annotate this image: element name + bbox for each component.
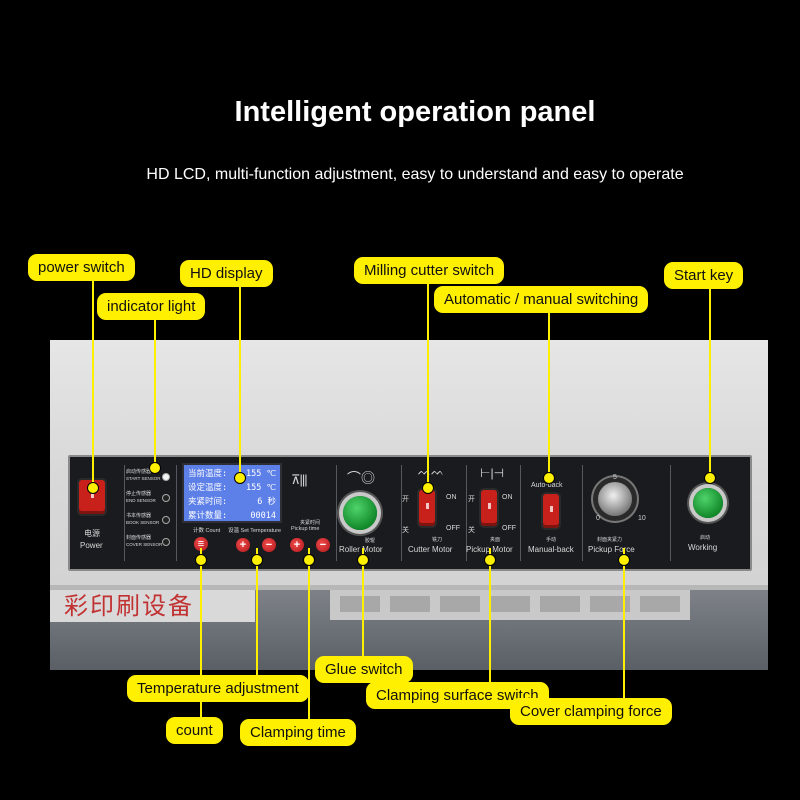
cutter-on-label: ON <box>446 494 457 501</box>
indicator-label-start: START SENSOR <box>126 476 161 481</box>
indicator-label-book: BOOK SENSOR <box>126 520 160 525</box>
callout-dot <box>195 554 207 566</box>
panel-section-force <box>582 465 671 561</box>
indicator-label-end-cn: 停止传感器 <box>126 491 152 497</box>
lcd-row: 夹紧时间:6 秒 <box>188 497 276 507</box>
auto-back-label: Auto-back <box>531 482 563 489</box>
callout-indicator-light: indicator light <box>97 293 206 320</box>
manual-back-label-cn: 手动 <box>546 537 557 543</box>
pickup-force-label-cn: 封面夹紧力 <box>597 537 623 543</box>
hd-lcd-display: 当前温度:155 ℃ 设定温度:155 ℃ 夹紧时间:6 秒 累计数量:0001… <box>182 463 282 523</box>
callout-auto-manual-switching: Automatic / manual switching <box>434 286 649 313</box>
callout-dot <box>87 482 99 494</box>
indicator-label-start-cn: 启动传感器 <box>126 469 152 475</box>
callout-milling-cutter-switch: Milling cutter switch <box>354 257 505 284</box>
callout-dot <box>149 462 161 474</box>
indicator-light-start <box>162 473 170 481</box>
pickup-icon: ⊢|⊣ <box>480 466 505 480</box>
manual-back-label: Manual-back <box>528 545 574 554</box>
clamping-time-plus-button[interactable]: + <box>290 538 304 552</box>
clamping-time-minus-button[interactable]: − <box>316 538 330 552</box>
callout-hd-display: HD display <box>180 260 273 287</box>
pickup-motor-switch[interactable] <box>481 490 497 526</box>
indicator-light-book <box>162 516 170 524</box>
pickup-on-label-cn: 开 <box>468 496 475 503</box>
cutter-motor-switch[interactable] <box>419 490 435 526</box>
lcd-row: 设定温度:155 ℃ <box>188 483 276 493</box>
roller-motor-label-cn: 胶辊 <box>365 538 376 544</box>
panel-section-indicators <box>124 465 177 561</box>
page-title: Intelligent operation panel <box>234 96 596 128</box>
callout-clamping-time: Clamping time <box>240 719 356 746</box>
count-panel-label: 计数 Count <box>193 528 221 534</box>
page-subtitle: HD LCD, multi-function adjustment, easy … <box>146 166 684 183</box>
indicator-light-end <box>162 494 170 502</box>
cutter-on-label-cn: 开 <box>402 496 409 503</box>
dial-tick-min: 0 <box>596 515 600 522</box>
cutter-motor-label: Cutter Motor <box>408 545 453 554</box>
count-button[interactable]: ≡ <box>194 537 208 551</box>
pickup-on-label: ON <box>502 494 513 501</box>
indicator-label-end: END SENSOR <box>126 498 156 503</box>
brand-strip-secondary <box>330 590 690 620</box>
power-label: Power <box>80 541 103 550</box>
cutter-motor-label-cn: 铣刀 <box>432 537 443 543</box>
callout-dot <box>303 554 315 566</box>
callout-dot <box>422 482 434 494</box>
callout-dot <box>357 554 369 566</box>
roller-icon: ⌒◎ <box>347 470 375 486</box>
pickup-time-label-cn: 夹紧时间 <box>300 520 321 526</box>
callout-glue-switch: Glue switch <box>315 656 413 683</box>
press-icon: ⊼||| <box>291 472 308 487</box>
indicator-label-cover: COVER SENSOR <box>126 542 163 547</box>
dial-tick-mid: 5 <box>613 474 617 481</box>
callout-power-switch: power switch <box>28 254 135 281</box>
callout-cover-clamping-force: Cover clamping force <box>510 698 672 725</box>
panel-section-cutter <box>401 465 467 561</box>
indicator-label-book-cn: 书本传感器 <box>126 513 152 519</box>
callout-dot <box>251 554 263 566</box>
start-key-button[interactable] <box>693 488 723 518</box>
panel-section-pickup <box>466 465 521 561</box>
pickup-off-label-cn: 关 <box>468 527 475 534</box>
working-label-cn: 启动 <box>700 535 711 541</box>
dial-tick-max: 10 <box>638 515 646 522</box>
cutter-off-label-cn: 关 <box>402 527 409 534</box>
callout-dot <box>484 554 496 566</box>
auto-manual-switch[interactable] <box>543 494 559 528</box>
pickup-off-label: OFF <box>502 525 516 532</box>
callout-dot <box>618 554 630 566</box>
cutter-off-label: OFF <box>446 525 460 532</box>
callout-dot <box>704 472 716 484</box>
pickup-time-label: Pickup time <box>291 526 320 532</box>
callout-count: count <box>166 717 223 744</box>
callout-temperature-adjustment: Temperature adjustment <box>127 675 309 702</box>
cutter-icon: ᨓᨓ <box>418 466 445 478</box>
panel-section-power <box>70 465 125 561</box>
panel-section-display <box>176 465 337 561</box>
temperature-minus-button[interactable]: − <box>262 538 276 552</box>
callout-dot <box>234 472 246 484</box>
set-temperature-label: 设温 Set Temperature <box>228 528 282 534</box>
lcd-row: 当前温度:155 ℃ <box>188 469 276 479</box>
power-label-cn: 电源 <box>84 529 100 538</box>
lcd-row: 累计数量:00014 <box>188 511 276 521</box>
brand-strip: 彩印刷设备 <box>50 590 255 622</box>
pickup-force-label: Pickup Force <box>588 545 635 554</box>
roller-motor-button[interactable] <box>343 496 377 530</box>
indicator-label-cover-cn: 封面传感器 <box>126 535 152 541</box>
working-label: Working <box>688 543 718 552</box>
indicator-light-cover <box>162 538 170 546</box>
callout-start-key: Start key <box>664 262 744 289</box>
temperature-plus-button[interactable]: + <box>236 538 250 552</box>
panel-section-auto <box>520 465 583 561</box>
roller-motor-label: Roller Motor <box>339 545 383 554</box>
panel-section-roller <box>336 465 402 561</box>
callout-dot <box>543 472 555 484</box>
pickup-motor-label-cn: 夹面 <box>490 537 501 543</box>
cover-clamping-force-knob[interactable] <box>598 482 632 516</box>
